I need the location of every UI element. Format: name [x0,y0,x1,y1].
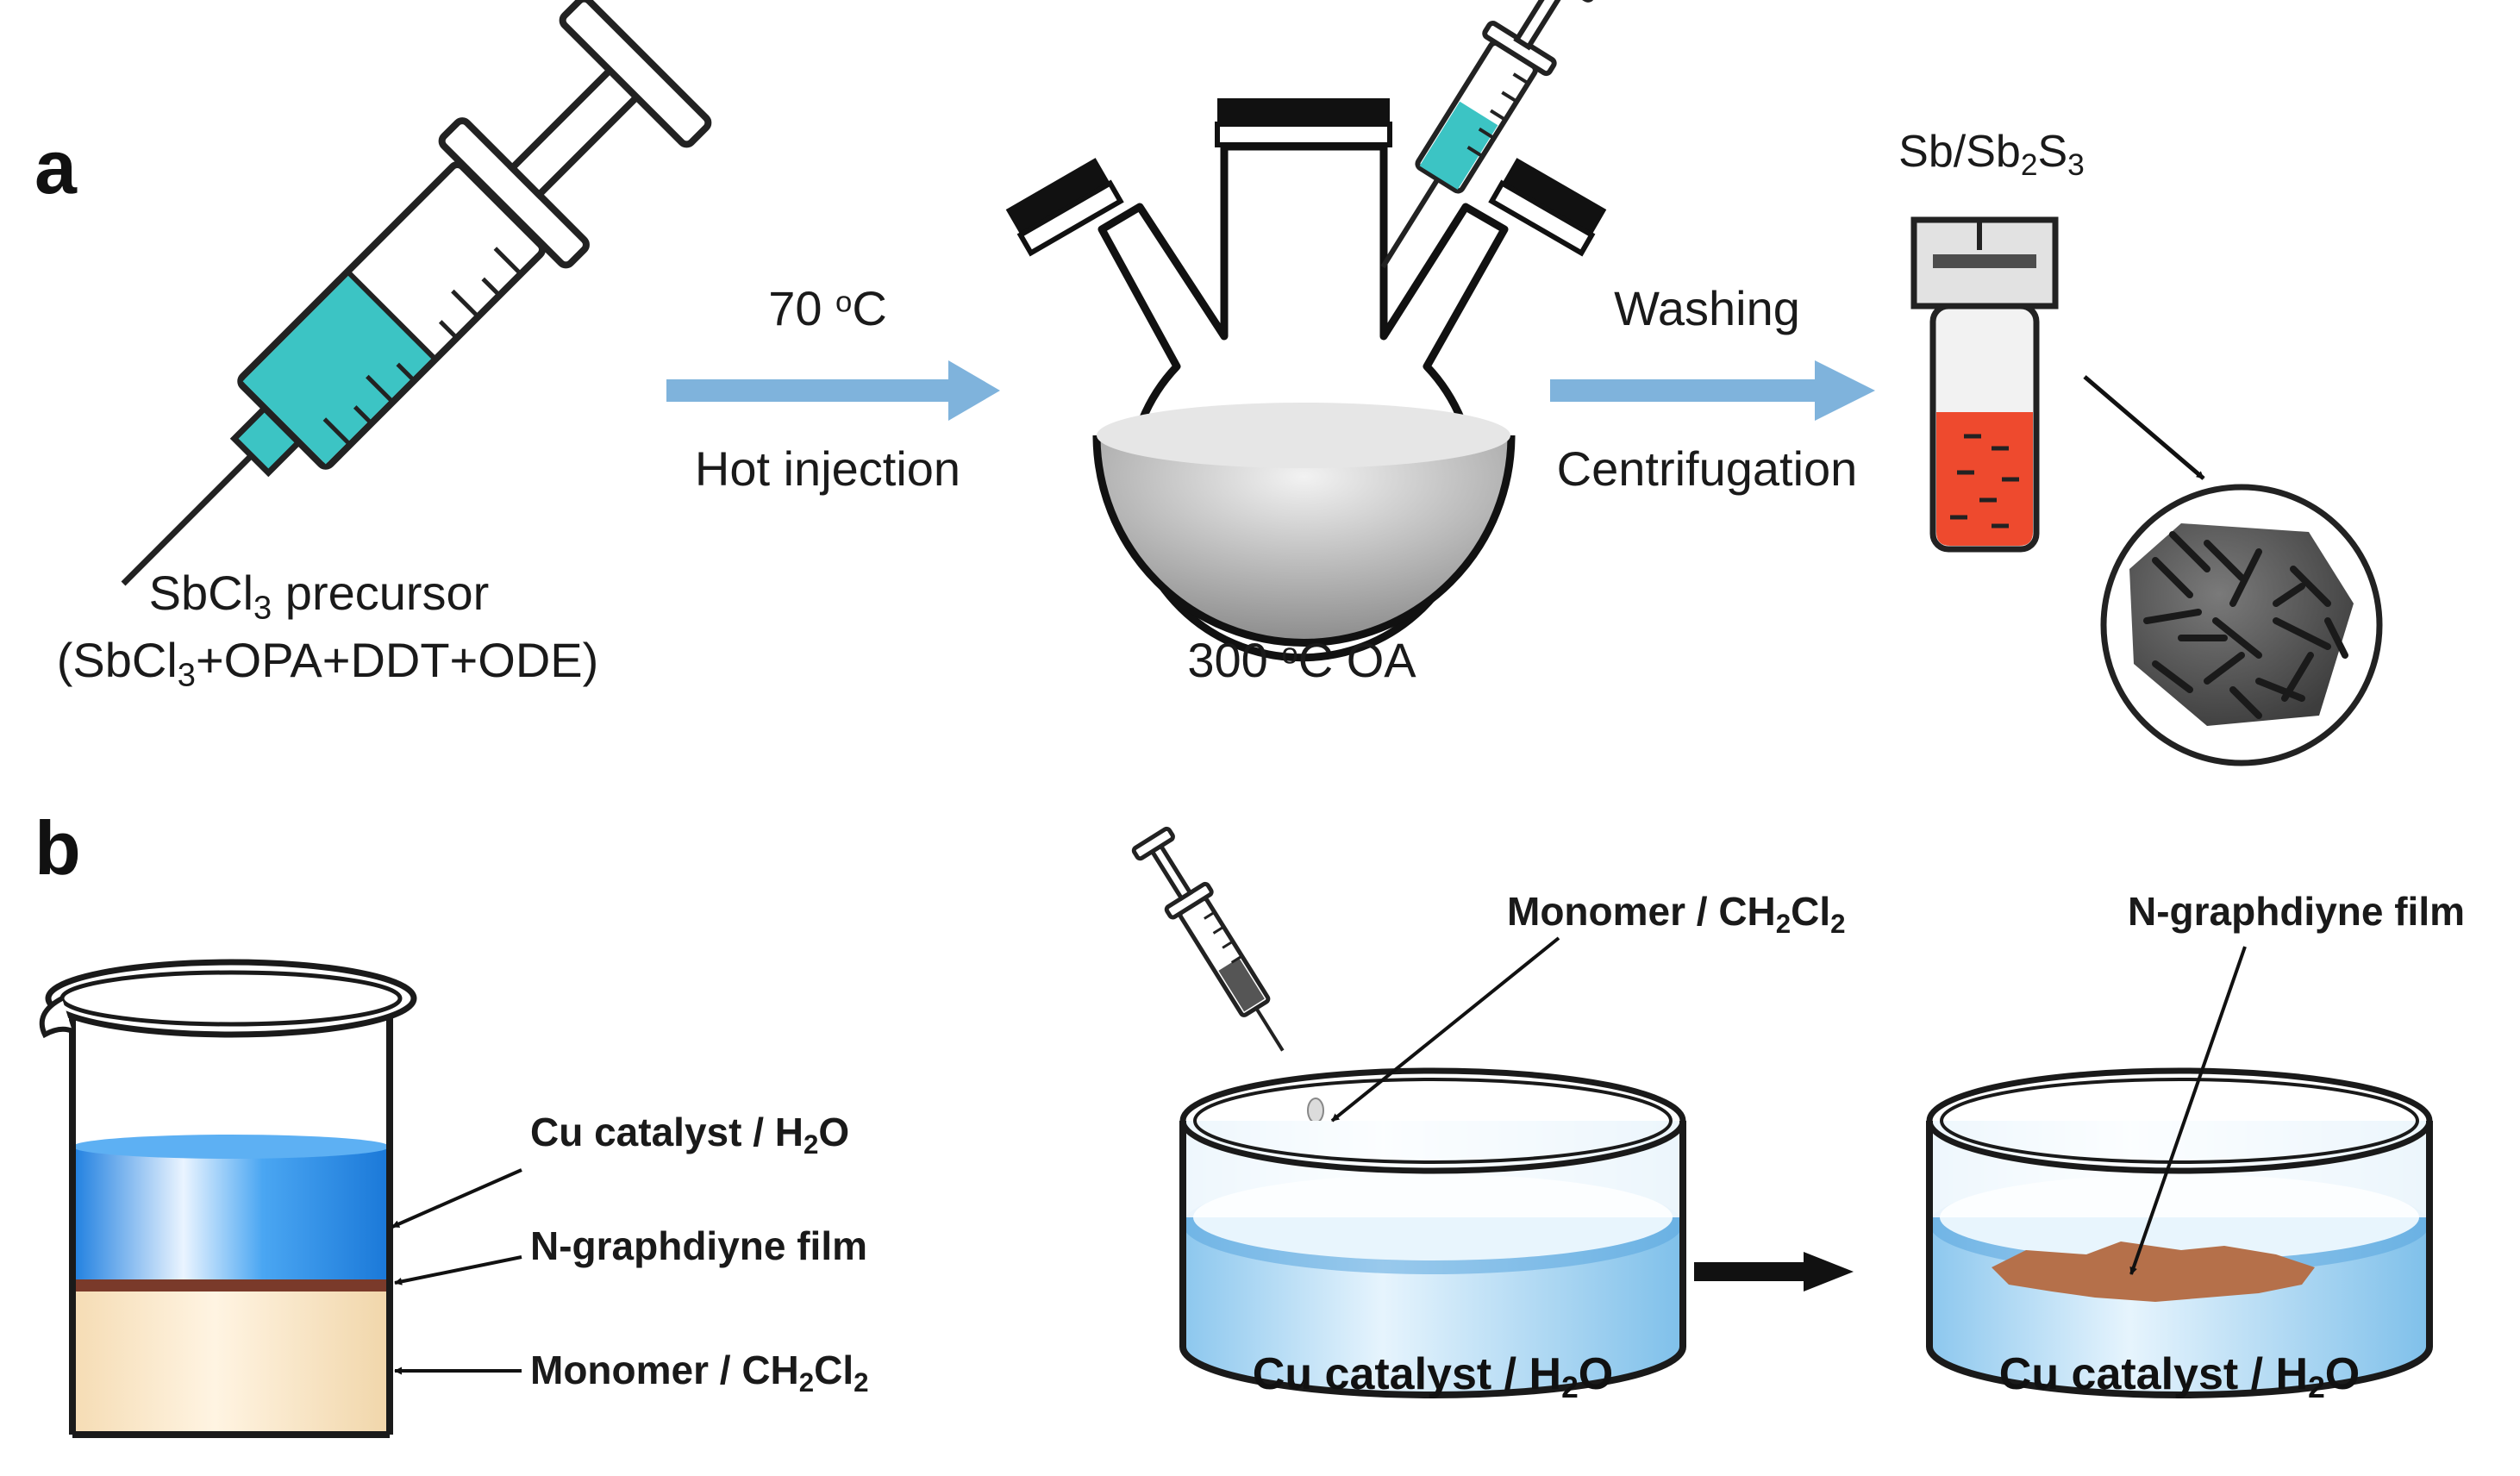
arrow1-bottom-label: Hot injection [694,441,961,496]
syringe-icon [121,0,712,586]
pointer-arrow-icon [2129,946,2247,1275]
pointer-arrow-icon [391,1168,522,1229]
arrow-centrifugation-icon [1550,360,1875,421]
centrifuge-tube-icon [1910,216,2059,553]
arrow2-top-label: Washing [1614,281,1800,335]
arrow-hot-injection-icon [666,360,1000,421]
pointer-arrow-icon [2083,375,2205,480]
flask-caption: 300 oC OA [1187,633,1416,687]
panel-label-a: a [34,124,77,210]
petri-dish-2-icon [1926,1067,2433,1398]
beaker-label-cu: Cu catalyst / H2O [530,1110,850,1160]
pointer-arrow-icon [394,1255,522,1285]
panel-label-b: b [34,805,81,891]
product-label: Sb/Sb2S3 [1898,127,2085,182]
three-neck-flask-icon [1005,98,1607,662]
injection-syringe-icon [1380,0,1599,269]
beaker-label-monomer: Monomer / CH2Cl2 [530,1348,869,1398]
beaker-icon [39,959,417,1438]
pointer-arrow-icon [1330,936,1560,1123]
transition-arrow-head-icon [1804,1252,1854,1292]
dish1-bottom-label: Cu catalyst / H2O [1252,1349,1614,1404]
arrow1-top-label: 70 oC [768,281,887,335]
petri-dish-1-icon [1179,1067,1686,1398]
dish2-bottom-label: Cu catalyst / H2O [1998,1349,2361,1404]
dropping-syringe-icon [1131,826,1285,1052]
dish1-top-label: Monomer / CH2Cl2 [1507,889,1846,939]
dish2-top-label: N-graphdiyne film [2128,889,2466,934]
magnified-particle-icon [2100,484,2383,766]
syringe-caption-line1: SbCl3 precursor [148,566,490,627]
syringe-caption-line2: (SbCl3+OPA+DDT+ODE) [56,633,599,694]
beaker-label-film: N-graphdiyne film [530,1223,868,1268]
arrow2-bottom-label: Centrifugation [1556,441,1858,496]
